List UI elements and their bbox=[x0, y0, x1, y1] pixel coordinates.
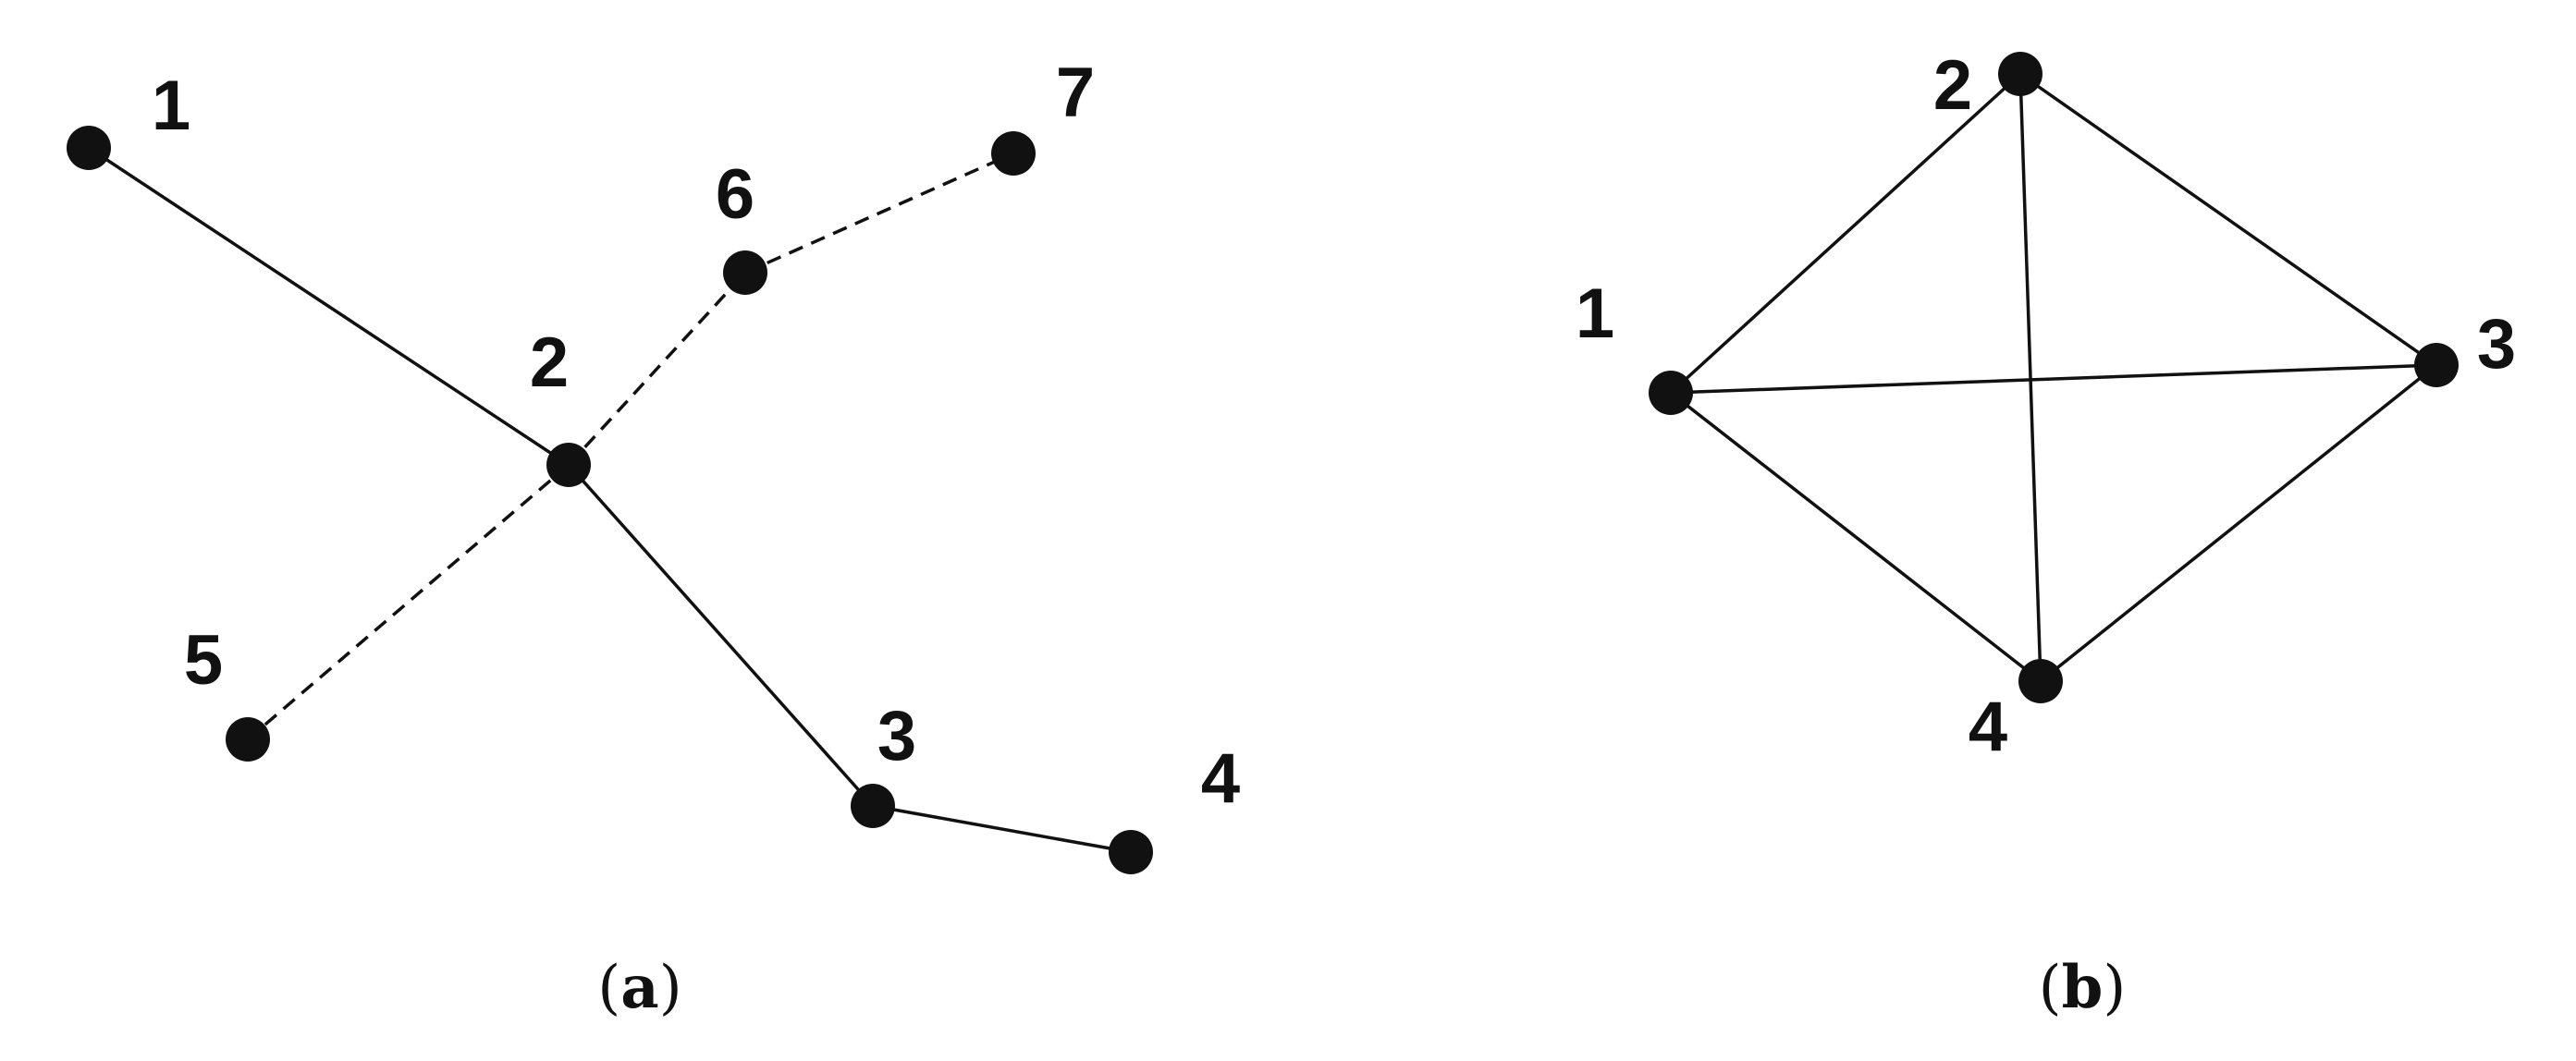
nodes-group-a bbox=[67, 126, 1153, 874]
caption-b: (b) bbox=[2039, 953, 2127, 1022]
labels-group-a: 1 2 3 4 5 6 7 bbox=[152, 54, 1240, 818]
graph-panel-a: 1 2 3 4 5 6 7 (a) bbox=[67, 54, 1240, 1022]
edges-group-b bbox=[1669, 72, 2438, 683]
edge-b-2-4-solid bbox=[2018, 73, 2042, 682]
edge-b-1-4-solid bbox=[1669, 391, 2042, 683]
edge-b-1-2-solid bbox=[1669, 72, 2022, 395]
node-label-b-1: 1 bbox=[1576, 274, 1614, 353]
edge-a-3-4-solid bbox=[872, 804, 1132, 854]
node-a-3 bbox=[851, 784, 895, 828]
caption-a-close: ) bbox=[659, 954, 682, 1022]
node-label-a-7: 7 bbox=[1056, 54, 1095, 132]
caption-a-letter: a bbox=[620, 953, 658, 1022]
node-label-b-3: 3 bbox=[2477, 305, 2516, 384]
node-label-a-6: 6 bbox=[716, 155, 754, 234]
edge-b-3-4-solid bbox=[2039, 363, 2438, 683]
node-a-7 bbox=[991, 131, 1036, 176]
edge-a-2-3-solid bbox=[567, 463, 875, 808]
node-label-b-4: 4 bbox=[1969, 688, 2007, 766]
edge-a-6-7-dashed bbox=[744, 152, 1014, 274]
node-b-4 bbox=[2018, 659, 2063, 703]
node-b-1 bbox=[1649, 371, 1693, 415]
edge-a-2-5-dashed bbox=[246, 463, 570, 741]
node-label-a-1: 1 bbox=[152, 67, 190, 145]
node-label-b-2: 2 bbox=[1933, 46, 1972, 125]
node-label-a-3: 3 bbox=[877, 697, 916, 775]
node-a-5 bbox=[226, 717, 270, 762]
node-a-1 bbox=[67, 126, 111, 170]
node-b-2 bbox=[1998, 52, 2042, 96]
node-label-a-5: 5 bbox=[184, 621, 223, 700]
edge-a-1-2-solid bbox=[88, 146, 570, 467]
edges-group-a bbox=[88, 146, 1132, 854]
node-label-a-4: 4 bbox=[1201, 739, 1240, 818]
node-b-3 bbox=[2414, 343, 2459, 387]
caption-a-open: ( bbox=[597, 954, 620, 1022]
caption-a: (a) bbox=[597, 953, 681, 1022]
node-a-6 bbox=[723, 250, 767, 295]
edge-b-2-3-solid bbox=[2018, 72, 2438, 367]
caption-b-close: ) bbox=[2103, 954, 2126, 1022]
node-a-4 bbox=[1109, 830, 1153, 874]
graph-panel-b: 1 2 3 4 (b) bbox=[1576, 46, 2516, 1022]
node-label-a-2: 2 bbox=[530, 323, 569, 402]
edge-b-1-3-solid bbox=[1670, 363, 2437, 395]
edge-a-2-6-dashed bbox=[567, 271, 747, 467]
nodes-group-b bbox=[1649, 52, 2459, 703]
caption-b-open: ( bbox=[2039, 954, 2062, 1022]
node-a-2 bbox=[546, 443, 591, 487]
labels-group-b: 1 2 3 4 bbox=[1576, 46, 2516, 766]
caption-b-letter: b bbox=[2062, 953, 2104, 1022]
